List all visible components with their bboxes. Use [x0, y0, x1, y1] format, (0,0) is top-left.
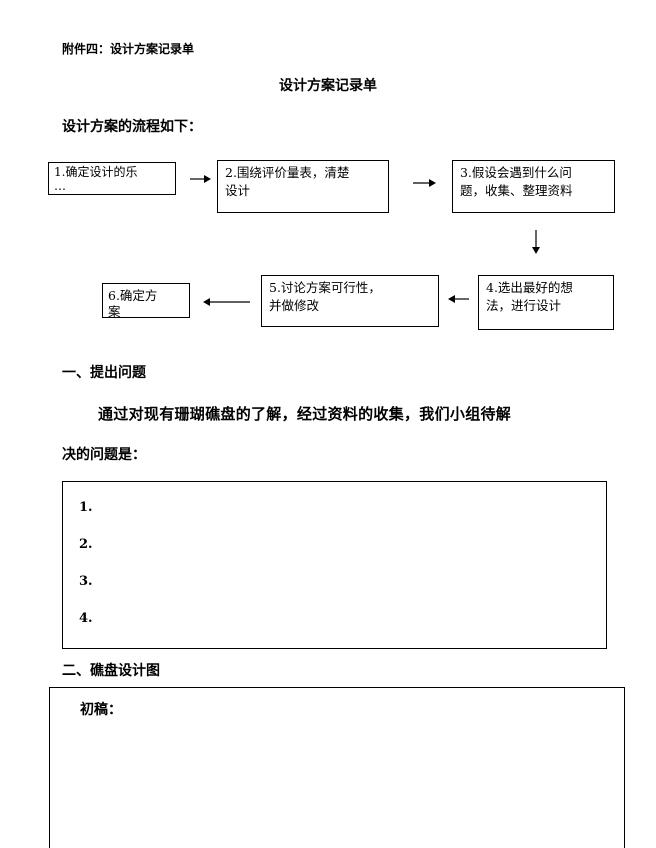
flow-step-4-line2: 法，进行设计	[486, 298, 562, 313]
section1-paragraph-line1: 通过对现有珊瑚礁盘的了解，经过资料的收集，我们小组待解	[98, 405, 512, 423]
section-heading-2: 二、礁盘设计图	[62, 663, 160, 679]
problem-item-4[interactable]: 4.	[79, 611, 93, 626]
arrow-left-icon	[448, 295, 469, 303]
flow-step-1: 1.确定设计的乐 …	[48, 162, 176, 195]
arrow-down-icon	[532, 230, 540, 254]
flow-step-3-line2: 题，收集、整理资料	[460, 183, 573, 198]
arrow-right-icon	[413, 179, 436, 187]
arrow-right-icon	[190, 175, 211, 183]
flow-step-6-line1: 6.确定方	[108, 288, 158, 303]
flow-step-5-line2: 并做修改	[269, 298, 320, 313]
flow-step-4-line1: 4.选出最好的想	[486, 280, 573, 295]
problem-item-2[interactable]: 2.	[79, 537, 93, 552]
flow-step-6-line2: 案	[108, 304, 121, 318]
flow-intro-heading: 设计方案的流程如下：	[62, 119, 202, 135]
flow-step-2: 2.围绕评价量表，清楚 设计	[217, 160, 389, 213]
document-title: 设计方案记录单	[279, 78, 377, 94]
flow-step-1-line2: …	[54, 179, 66, 193]
draft-label: 初稿：	[80, 702, 122, 718]
flow-step-4: 4.选出最好的想 法，进行设计	[478, 275, 614, 330]
flow-step-6: 6.确定方 案	[102, 283, 190, 318]
flow-step-5-line1: 5.讨论方案可行性，	[269, 280, 381, 295]
problem-item-1[interactable]: 1.	[79, 500, 93, 515]
section-heading-1: 一、提出问题	[62, 365, 146, 381]
flow-step-2-line2: 设计	[225, 183, 251, 198]
flow-step-3: 3.假设会遇到什么问 题，收集、整理资料	[452, 160, 615, 213]
problems-box: 1. 2. 3. 4.	[62, 481, 607, 649]
design-drawing-box[interactable]: 初稿：	[49, 687, 625, 848]
attachment-label: 附件四：设计方案记录单	[62, 42, 195, 56]
arrow-left-icon	[203, 298, 250, 306]
flow-step-1-line1: 1.确定设计的乐	[54, 165, 138, 179]
problem-item-3[interactable]: 3.	[79, 574, 93, 589]
flow-step-2-line1: 2.围绕评价量表，清楚	[225, 165, 350, 180]
flow-step-5: 5.讨论方案可行性， 并做修改	[261, 275, 439, 327]
flow-step-3-line1: 3.假设会遇到什么问	[460, 165, 572, 180]
section1-paragraph-line2: 决的问题是：	[62, 447, 146, 463]
